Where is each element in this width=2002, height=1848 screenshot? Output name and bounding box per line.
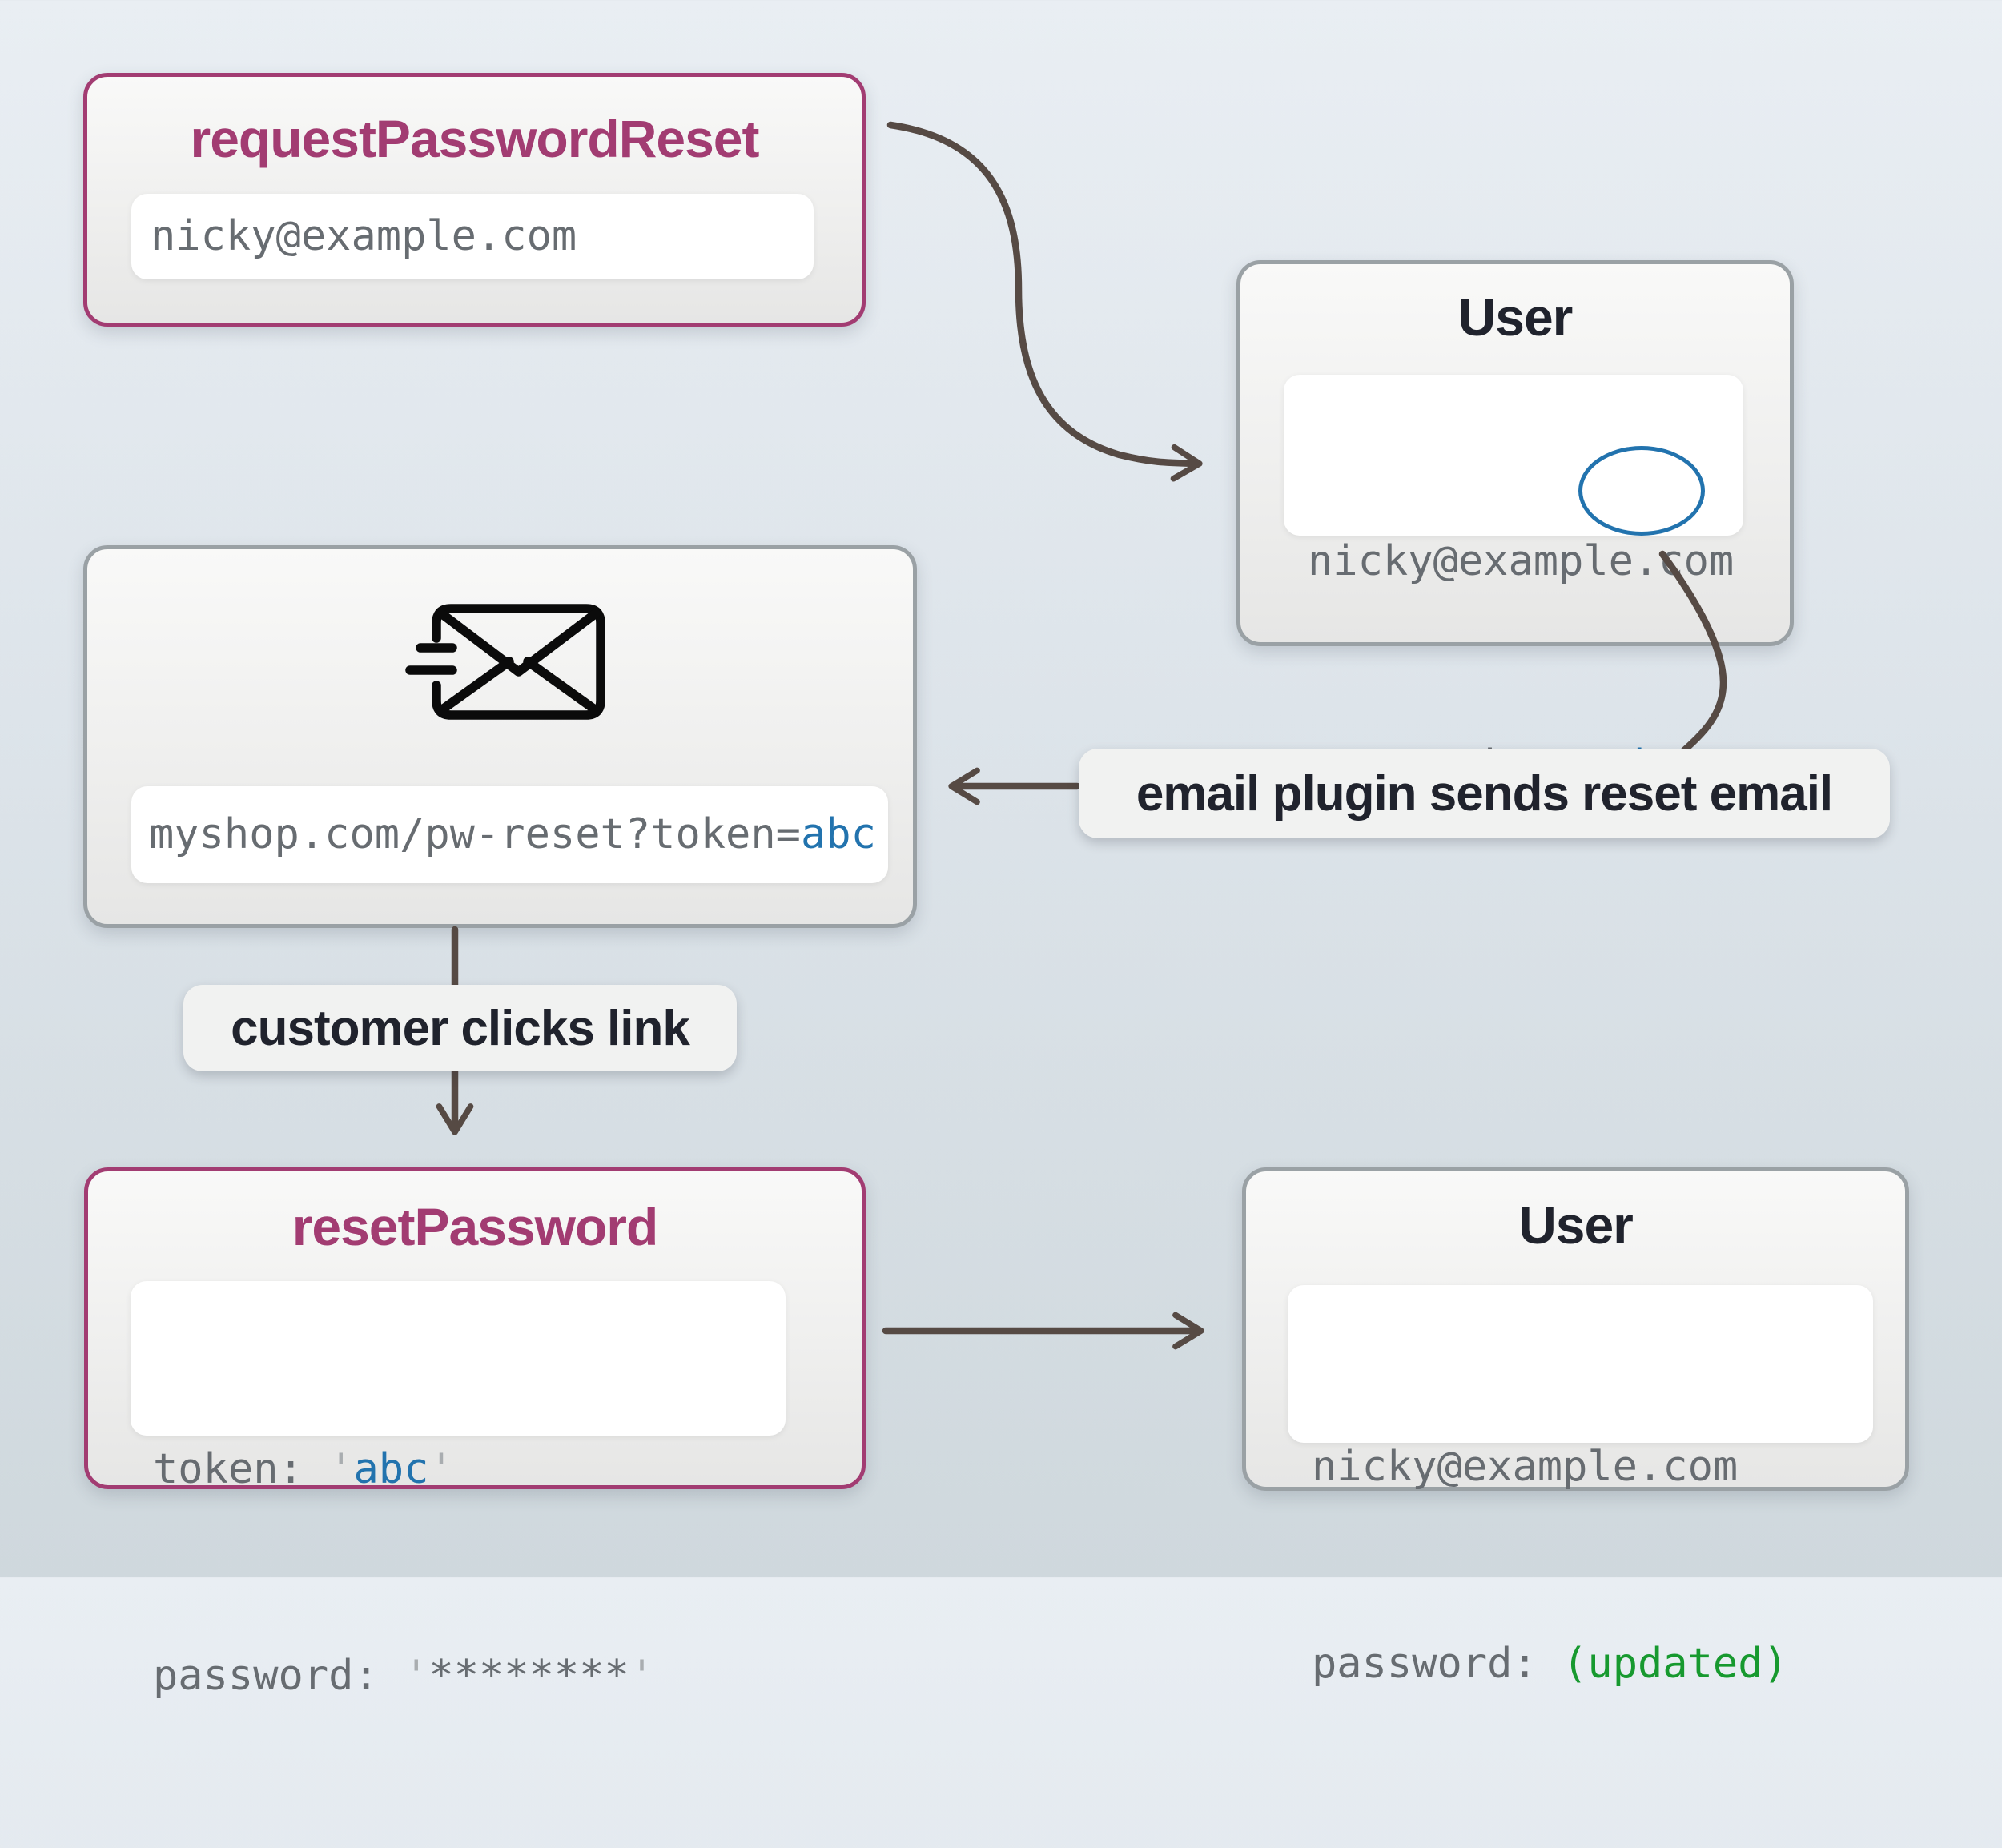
quote: ' [404,1652,429,1700]
node-reset-password: resetPassword token: 'abc' password: '**… [84,1167,866,1700]
quote: ' [428,1445,454,1493]
user-record-box: nicky@example.com password: (updated) [1288,1285,1873,1688]
token-label: token: [153,1445,329,1493]
reset-url-token: abc [800,810,876,858]
email-value-box: nicky@example.com [131,194,814,279]
arrow-request-to-user [886,121,1203,482]
envelope-fold-right [523,657,601,715]
password-label: password: [1312,1640,1563,1688]
node-request-password-reset: requestPasswordReset nicky@example.com [83,73,866,327]
email-text: nicky@example.com [151,212,577,260]
envelope-fold-left [436,657,514,715]
label-text: email plugin sends reset email [1136,765,1833,822]
label-email-plugin: email plugin sends reset email [1079,749,1890,838]
password-arg-line: password: '********' [153,1641,786,1710]
reset-url-box: myshop.com/pw-reset?token=abc [131,786,888,883]
mail-send-icon [405,604,605,720]
quote: ' [328,1445,354,1493]
label-text: customer clicks link [231,1000,690,1056]
password-reset-flow-diagram: requestPasswordReset nicky@example.com U… [83,73,1909,1700]
token-highlight-circle [1578,446,1705,536]
node-title: User [1518,1195,1634,1255]
label-customer-clicks-link: customer clicks link [183,985,737,1071]
node-title: resetPassword [291,1197,659,1256]
reset-args-box: token: 'abc' password: '********' [131,1281,786,1700]
password-label: password: [153,1652,404,1700]
password-line: password: (updated) [1312,1631,1873,1697]
token-value: abc [353,1445,429,1493]
password-stars: ******** [428,1652,629,1700]
node-user-bottom: User nicky@example.com password: (update… [1242,1167,1909,1688]
user-email-line: nicky@example.com [1308,537,1735,585]
node-title: requestPasswordReset [190,109,760,168]
node-title: User [1457,287,1574,347]
token-arg-line: token: 'abc' [153,1435,786,1504]
password-value: (updated) [1562,1640,1788,1688]
node-user-top: User nicky@example.com resetToken: abc [1236,260,1794,789]
node-reset-email: myshop.com/pw-reset?token=abc [83,545,917,928]
envelope-flap [436,609,601,677]
reset-url-prefix: myshop.com/pw-reset?token= [149,810,801,858]
quote: ' [629,1652,655,1700]
user-email-line: nicky@example.com [1312,1443,1739,1491]
